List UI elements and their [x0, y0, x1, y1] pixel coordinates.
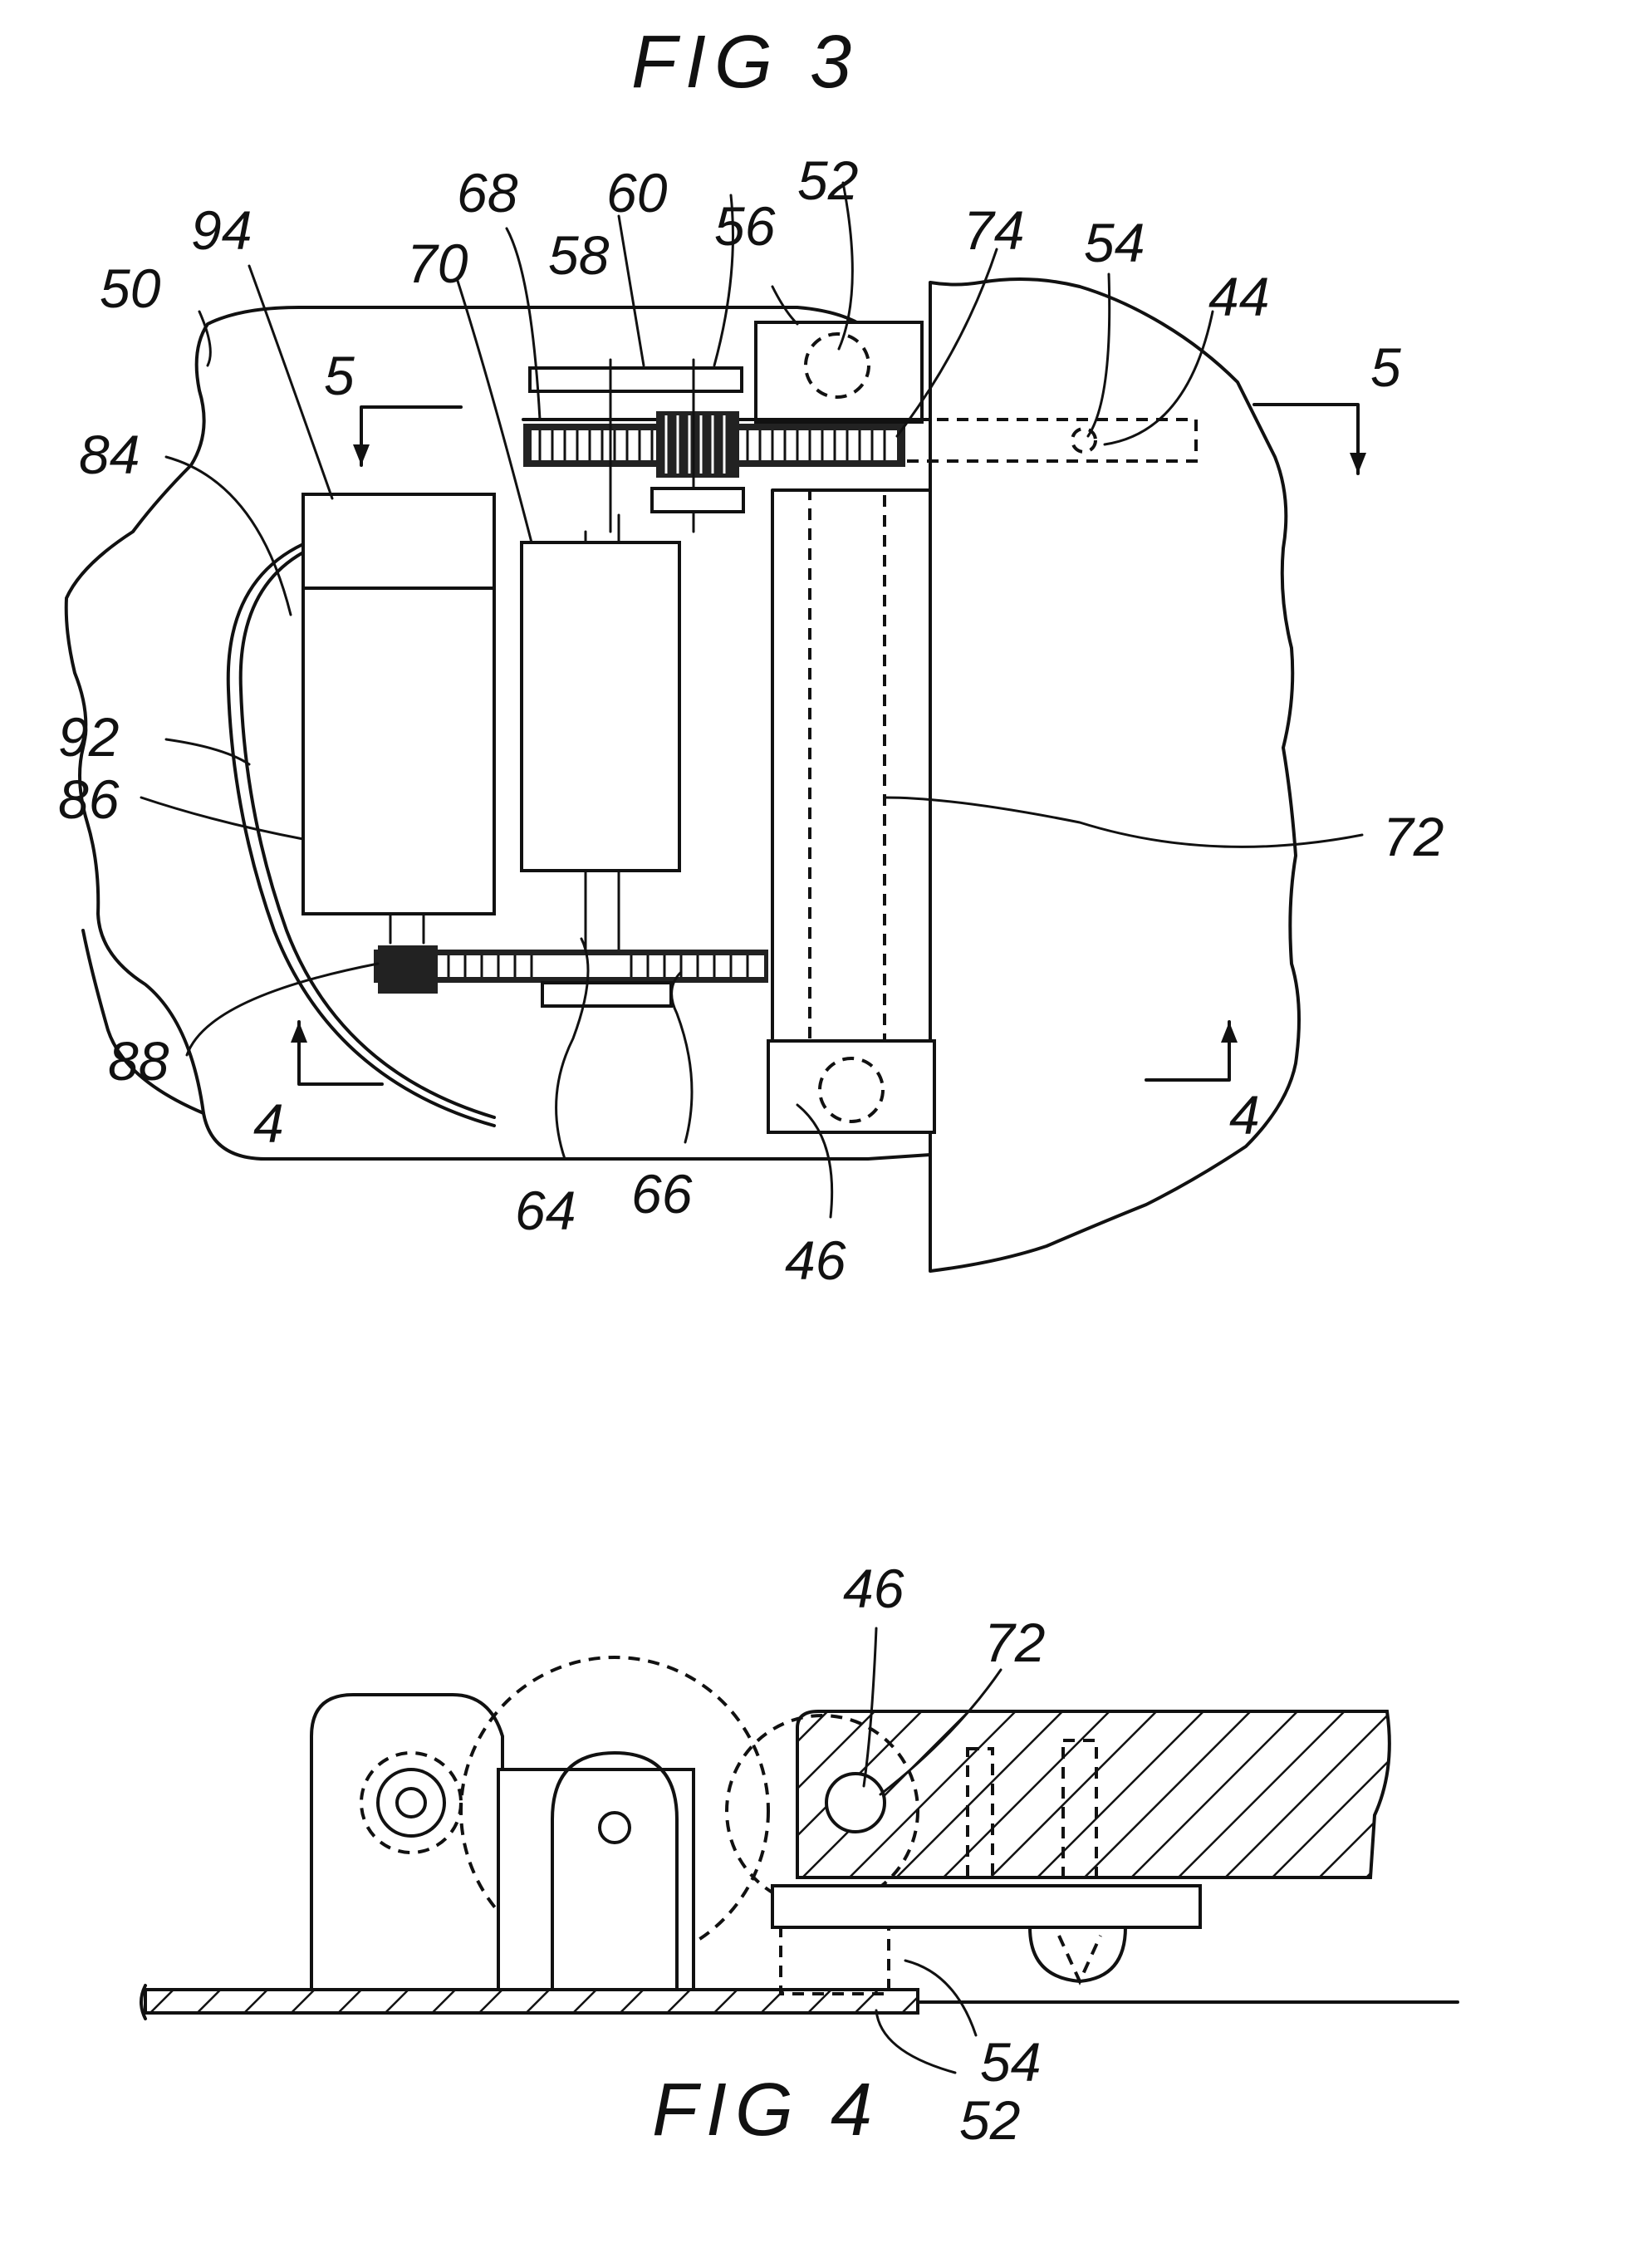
label-56: 56: [714, 195, 776, 257]
label-fig4-46: 46: [843, 1558, 904, 1619]
label-64: 64: [515, 1180, 576, 1241]
plate-lower-upper: [652, 488, 743, 512]
motor-86: [303, 494, 494, 914]
label-70: 70: [407, 233, 468, 294]
label-86: 86: [58, 768, 120, 830]
label-66: 66: [631, 1163, 693, 1225]
label-52: 52: [797, 150, 858, 211]
label-46: 46: [785, 1230, 846, 1291]
label-60: 60: [606, 162, 668, 223]
pin-44: [1072, 429, 1096, 452]
plate-58: [530, 368, 742, 391]
label-4-right: 4: [1229, 1084, 1260, 1146]
fig4-title: FIG 4: [652, 2069, 880, 2152]
gear-66-body: [415, 955, 764, 977]
arrow-5-right: [1350, 453, 1366, 474]
label-94: 94: [191, 199, 252, 261]
fig4-bracket: [311, 1695, 502, 1990]
label-5-left: 5: [324, 345, 355, 406]
link-72-hidden: [810, 490, 885, 1088]
pin-46: [826, 1774, 885, 1832]
fig4-drawing: 46 72 54 52 FIG 4: [141, 1558, 1458, 2152]
lower-plate: [772, 1886, 1200, 1927]
arrow-4-left: [291, 1022, 307, 1043]
label-5-right: 5: [1370, 336, 1401, 398]
label-54: 54: [1084, 212, 1145, 273]
label-4-left: 4: [253, 1092, 284, 1154]
label-72: 72: [1383, 806, 1444, 867]
pinion-60: [656, 411, 739, 478]
pinion-88: [378, 945, 438, 994]
label-fig4-72: 72: [984, 1612, 1045, 1673]
label-50: 50: [100, 258, 161, 319]
label-84: 84: [79, 424, 140, 485]
fig3-drawing: FIG 3: [58, 21, 1444, 1291]
roller-hidden: [1059, 1936, 1101, 1981]
label-fig4-52: 52: [959, 2089, 1020, 2151]
label-88: 88: [108, 1030, 169, 1092]
hub-plate: [542, 983, 671, 1006]
block-72: [797, 1711, 1390, 1877]
section-5-left: [361, 407, 461, 465]
fig3-title: FIG 3: [631, 21, 860, 104]
label-92: 92: [58, 706, 119, 768]
label-44: 44: [1208, 266, 1269, 327]
label-fig4-54: 54: [980, 2031, 1041, 2093]
bracket-56: [756, 322, 922, 422]
bracket-lower: [768, 1041, 934, 1132]
gearbox-70: [522, 542, 679, 871]
arrow-5-left: [353, 444, 370, 465]
arrow-4-right: [1221, 1022, 1238, 1043]
section-4-right: [1146, 1022, 1229, 1080]
section-5-right: [1254, 405, 1358, 474]
fig4-slot-plate: [498, 1769, 694, 1990]
label-68: 68: [457, 162, 518, 223]
label-58: 58: [548, 224, 610, 286]
label-74: 74: [963, 199, 1024, 261]
post-54-hidden: [781, 1927, 889, 1994]
